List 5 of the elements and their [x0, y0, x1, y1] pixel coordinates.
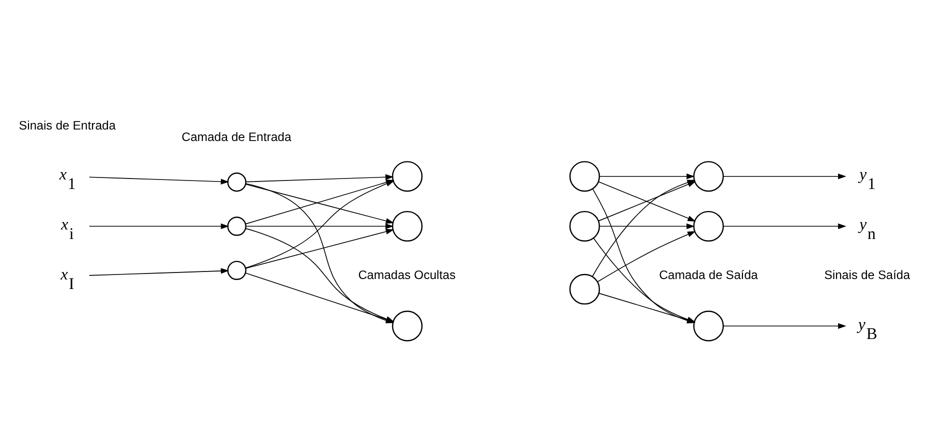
label: Camada de Entrada — [182, 129, 292, 144]
label: Sinais de Saída — [824, 268, 910, 282]
label: Camada de Saída — [659, 268, 758, 282]
label: Camadas Ocultas — [358, 268, 456, 282]
label: Sinais de Entrada — [18, 118, 116, 132]
